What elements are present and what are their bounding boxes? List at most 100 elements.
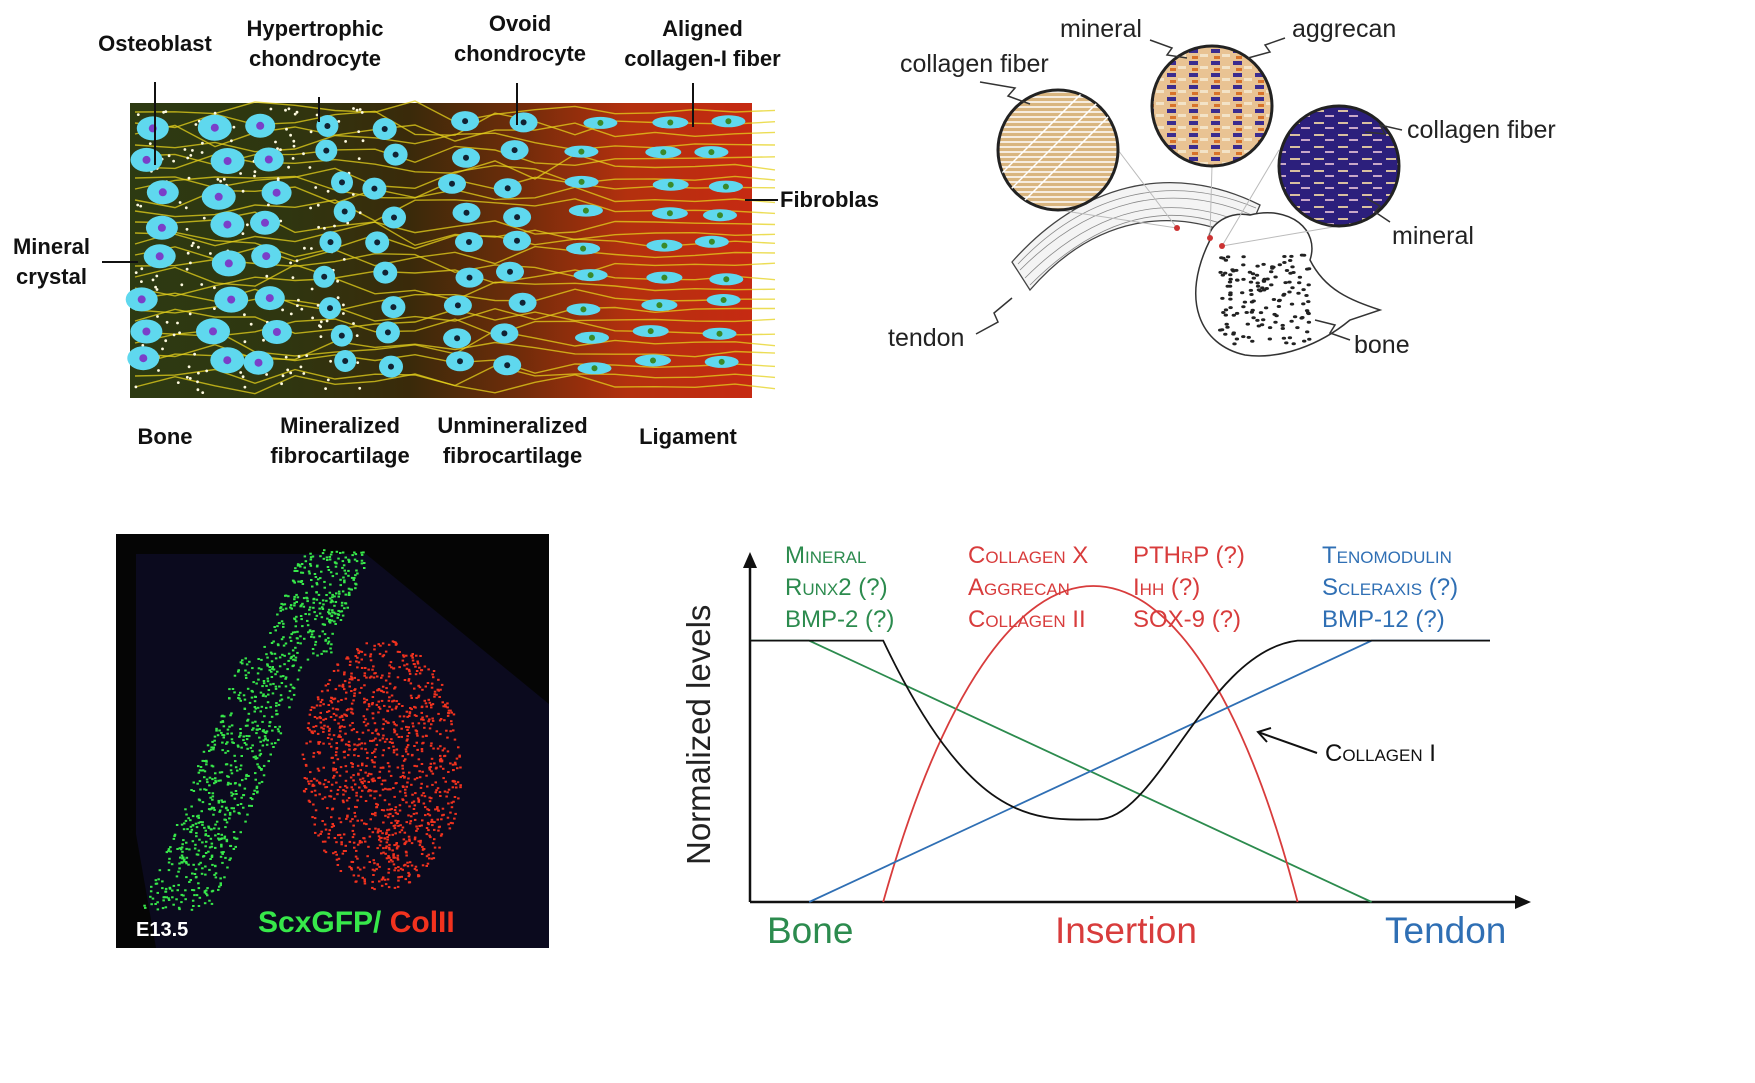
bone-pore	[1306, 320, 1312, 324]
cell-nucleus	[209, 327, 217, 336]
colii-signal	[332, 670, 336, 672]
mineral-crystal-dot	[239, 371, 243, 374]
scxgfp-signal	[331, 593, 334, 596]
colii-signal	[413, 687, 416, 690]
scxgfp-signal	[267, 689, 271, 691]
zoom-circle-bone	[1277, 104, 1401, 228]
scxgfp-signal	[227, 781, 230, 784]
colii-signal	[349, 660, 352, 663]
tendon-label: tendon	[888, 324, 965, 352]
mineral-crystal-dot	[219, 179, 223, 183]
colii-signal	[315, 704, 319, 707]
colii-signal	[346, 815, 349, 818]
scxgfp-signal	[196, 815, 199, 818]
scxgfp-signal	[295, 615, 298, 618]
colii-signal	[324, 786, 327, 789]
colii-signal	[406, 781, 409, 784]
cell-nucleus	[580, 306, 587, 313]
colii-signal	[360, 747, 363, 750]
x-axis-arrowhead	[1515, 895, 1531, 909]
scxgfp-signal	[264, 731, 268, 734]
colii-signal	[333, 718, 337, 721]
colii-signal	[344, 779, 348, 782]
scxgfp-signal	[210, 854, 214, 857]
bone-pore	[1218, 270, 1223, 274]
colii-signal	[313, 817, 317, 820]
colii-signal	[312, 784, 316, 787]
bone-pore	[1231, 313, 1236, 317]
colii-signal	[439, 834, 443, 837]
scxgfp-signal	[229, 844, 233, 847]
scxgfp-signal	[182, 839, 185, 842]
zoom-circle-tendon	[996, 88, 1120, 212]
cell-nucleus	[390, 304, 397, 311]
colii-signal	[433, 693, 436, 696]
scxgfp-signal	[341, 614, 345, 617]
scxgfp-signal	[167, 899, 171, 901]
colii-signal	[380, 836, 383, 839]
colii-signal	[319, 721, 323, 724]
scxgfp-signal	[314, 618, 317, 621]
colii-signal	[330, 825, 334, 828]
scxgfp-signal	[233, 691, 236, 694]
scxgfp-signal	[276, 613, 279, 616]
mineral-crystal-dot	[241, 375, 245, 379]
colii-signal	[354, 805, 357, 808]
colii-signal	[360, 686, 363, 689]
colii-signal	[318, 751, 322, 754]
scxgfp-signal	[352, 578, 355, 581]
scxgfp-signal	[295, 620, 298, 623]
colii-signal	[437, 809, 440, 812]
colii-signal	[370, 759, 374, 762]
scxgfp-signal	[313, 573, 317, 575]
scxgfp-signal	[185, 813, 188, 816]
scxgfp-signal	[306, 600, 309, 603]
colii-signal	[342, 793, 345, 796]
scxgfp-signal	[269, 651, 273, 654]
cell-nucleus	[272, 328, 281, 336]
scxgfp-signal	[189, 819, 192, 822]
scxgfp-signal	[192, 790, 196, 792]
colii-signal	[305, 742, 308, 745]
scxgfp-signal	[337, 590, 341, 593]
scxgfp-signal	[206, 781, 209, 784]
scxgfp-signal	[165, 896, 168, 899]
colii-signal	[326, 737, 330, 739]
bone-pore	[1267, 326, 1273, 330]
colii-signal	[404, 788, 407, 791]
colii-signal	[389, 774, 393, 777]
colii-signal	[447, 823, 450, 826]
bone-pore	[1218, 328, 1223, 332]
colii-signal	[317, 769, 321, 772]
scxgfp-signal	[261, 730, 265, 733]
bone-pore	[1277, 263, 1282, 267]
colii-signal	[433, 695, 436, 698]
colii-signal	[365, 698, 369, 701]
mineral-crystal-dot	[196, 388, 200, 392]
scxgfp-signal	[339, 584, 342, 587]
colii-signal	[302, 758, 306, 760]
bone-pore	[1307, 337, 1312, 341]
scxgfp-signal	[327, 611, 330, 614]
cell-nucleus	[391, 214, 397, 221]
cell-nucleus	[272, 188, 281, 197]
scxgfp-signal	[328, 619, 331, 621]
scxgfp-signal	[229, 782, 232, 785]
mineral-crystal-dot	[172, 159, 176, 163]
scxgfp-signal	[211, 863, 214, 866]
colii-signal	[344, 697, 348, 700]
scxgfp-signal	[245, 743, 248, 746]
scxgfp-signal	[156, 908, 160, 911]
scxgfp-signal	[190, 789, 193, 791]
scxgfp-signal	[189, 879, 192, 881]
colii-signal	[350, 708, 354, 711]
scxgfp-signal	[284, 642, 288, 645]
colii-signal	[443, 747, 446, 750]
colii-signal	[431, 703, 435, 706]
colii-signal	[387, 828, 391, 831]
colii-signal	[412, 663, 416, 665]
colii-signal	[367, 772, 371, 775]
scxgfp-signal	[289, 639, 293, 642]
colii-signal	[439, 745, 442, 748]
